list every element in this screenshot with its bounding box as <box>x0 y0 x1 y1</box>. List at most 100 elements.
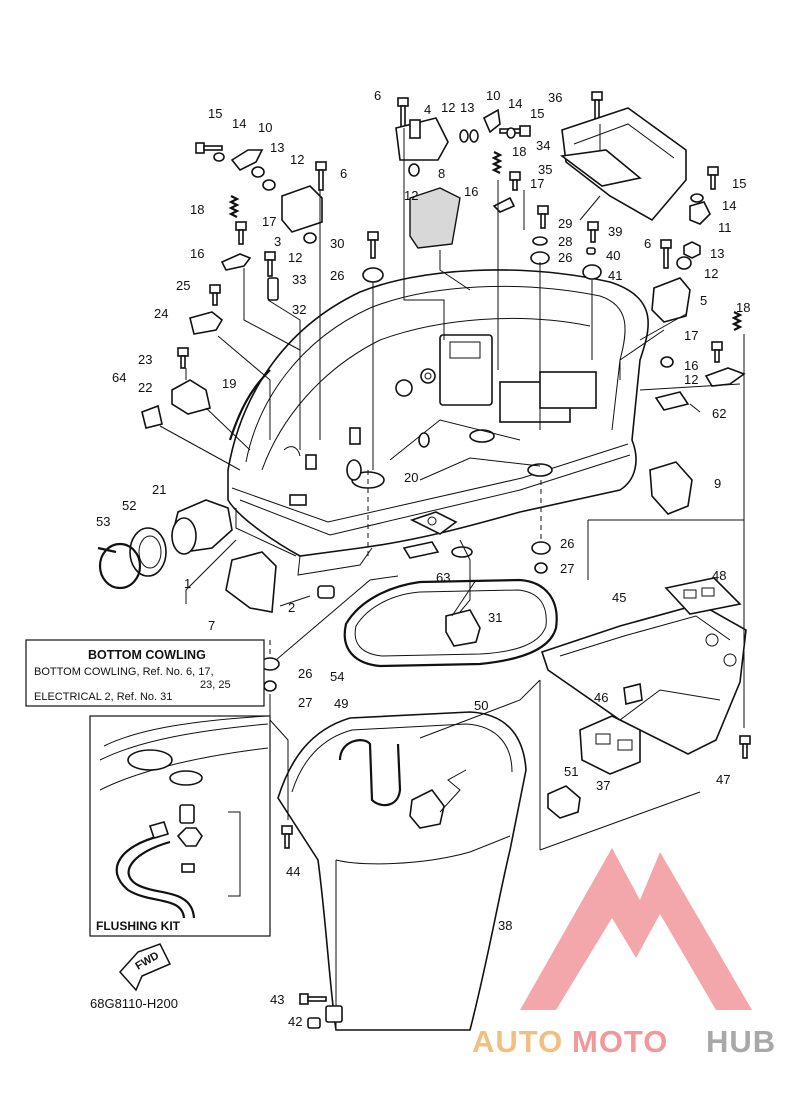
callout-22: 22 <box>138 380 152 395</box>
callout-26: 26 <box>298 666 312 681</box>
callout-14: 14 <box>722 198 736 213</box>
callout-6: 6 <box>374 88 381 103</box>
callout-2: 2 <box>288 600 295 615</box>
callout-38: 38 <box>498 918 512 933</box>
callout-12: 12 <box>288 250 302 265</box>
callout-13: 13 <box>460 100 474 115</box>
callout-43: 43 <box>270 992 284 1007</box>
logo-text-moto: MOTO <box>572 1024 668 1059</box>
callout-16: 16 <box>684 358 698 373</box>
callout-37: 37 <box>596 778 610 793</box>
callout-45: 45 <box>612 590 626 605</box>
callout-5: 5 <box>700 293 707 308</box>
callout-64: 64 <box>112 370 126 385</box>
callout-42: 42 <box>288 1014 302 1029</box>
callout-15: 15 <box>530 106 544 121</box>
callout-4: 4 <box>424 102 431 117</box>
automotohub-logo: AUTO MOTO HUB <box>472 848 776 1059</box>
callout-46: 46 <box>594 690 608 705</box>
callout-12: 12 <box>704 266 718 281</box>
bottom-cowling-tray <box>227 269 649 576</box>
flushing-kit-inset: FLUSHING KIT <box>89 715 271 937</box>
info-box-line-1: BOTTOM COWLING, Ref. No. 6, 17, <box>34 666 214 678</box>
callout-10: 10 <box>258 120 272 135</box>
leader-lines <box>159 124 745 851</box>
info-box-heading: BOTTOM COWLING <box>88 648 206 662</box>
callout-12: 12 <box>441 100 455 115</box>
callout-39: 39 <box>608 224 622 239</box>
callout-19: 19 <box>222 376 236 391</box>
callout-41: 41 <box>608 268 622 283</box>
left-side-parts <box>97 499 440 613</box>
info-box-line-3: ELECTRICAL 2, Ref. No. 31 <box>34 691 172 703</box>
callout-34: 34 <box>536 138 550 153</box>
callout-16: 16 <box>190 246 204 261</box>
callout-3: 3 <box>274 234 281 249</box>
callout-36: 36 <box>548 90 562 105</box>
callout-13: 13 <box>710 246 724 261</box>
callout-52: 52 <box>122 498 136 513</box>
callout-24: 24 <box>154 306 168 321</box>
right-side-parts <box>540 577 747 819</box>
flushing-kit-title: FLUSHING KIT <box>96 919 181 933</box>
callout-12: 12 <box>684 372 698 387</box>
callout-15: 15 <box>208 106 222 121</box>
callout-12: 12 <box>290 152 304 167</box>
callout-14: 14 <box>508 96 522 111</box>
callout-30: 30 <box>330 236 344 251</box>
callout-17: 17 <box>684 328 698 343</box>
callout-17: 17 <box>530 176 544 191</box>
callout-11: 11 <box>718 220 732 235</box>
callout-17: 17 <box>262 214 276 229</box>
bottom-cowling-info-box: BOTTOM COWLING BOTTOM COWLING, Ref. No. … <box>25 639 265 707</box>
callout-9: 9 <box>714 476 721 491</box>
callout-6: 6 <box>340 166 347 181</box>
callout-32: 32 <box>292 302 306 317</box>
callout-26: 26 <box>558 250 572 265</box>
callout-18: 18 <box>190 202 204 217</box>
logo-text-hub: HUB <box>706 1024 776 1059</box>
callout-16: 16 <box>464 184 478 199</box>
info-box-line-2: 23, 25 <box>200 679 231 691</box>
callout-63: 63 <box>436 570 450 585</box>
gasket-and-grommet <box>343 578 558 668</box>
callout-7: 7 <box>208 618 215 633</box>
callout-15: 15 <box>732 176 746 191</box>
logo-text-auto: AUTO <box>472 1024 563 1059</box>
callout-10: 10 <box>486 88 500 103</box>
callout-6: 6 <box>644 236 651 251</box>
callout-48: 48 <box>712 568 726 583</box>
callout-26: 26 <box>560 536 574 551</box>
callout-62: 62 <box>712 406 726 421</box>
callout-12: 12 <box>404 188 418 203</box>
callout-47: 47 <box>716 772 730 787</box>
callout-54: 54 <box>330 669 344 684</box>
callout-33: 33 <box>292 272 306 287</box>
callout-14: 14 <box>232 116 246 131</box>
callout-20: 20 <box>404 470 418 485</box>
callout-40: 40 <box>606 248 620 263</box>
fwd-arrow: FWD <box>118 943 172 992</box>
callout-44: 44 <box>286 864 300 879</box>
callout-51: 51 <box>564 764 578 779</box>
callout-50: 50 <box>474 698 488 713</box>
callout-27: 27 <box>298 695 312 710</box>
callout-23: 23 <box>138 352 152 367</box>
callout-21: 21 <box>152 482 166 497</box>
callout-29: 29 <box>558 216 572 231</box>
callout-27: 27 <box>560 561 574 576</box>
callout-8: 8 <box>438 166 445 181</box>
callout-13: 13 <box>270 140 284 155</box>
drawing-code: 68G8110-H200 <box>90 996 178 1011</box>
upper-casing <box>277 711 527 1031</box>
callout-26: 26 <box>330 268 344 283</box>
callout-49: 49 <box>334 696 348 711</box>
callout-31: 31 <box>488 610 502 625</box>
callout-18: 18 <box>736 300 750 315</box>
callout-28: 28 <box>558 234 572 249</box>
callout-1: 1 <box>184 576 191 591</box>
small-hardware-parts <box>141 91 751 1029</box>
callout-35: 35 <box>538 162 552 177</box>
callout-53: 53 <box>96 514 110 529</box>
